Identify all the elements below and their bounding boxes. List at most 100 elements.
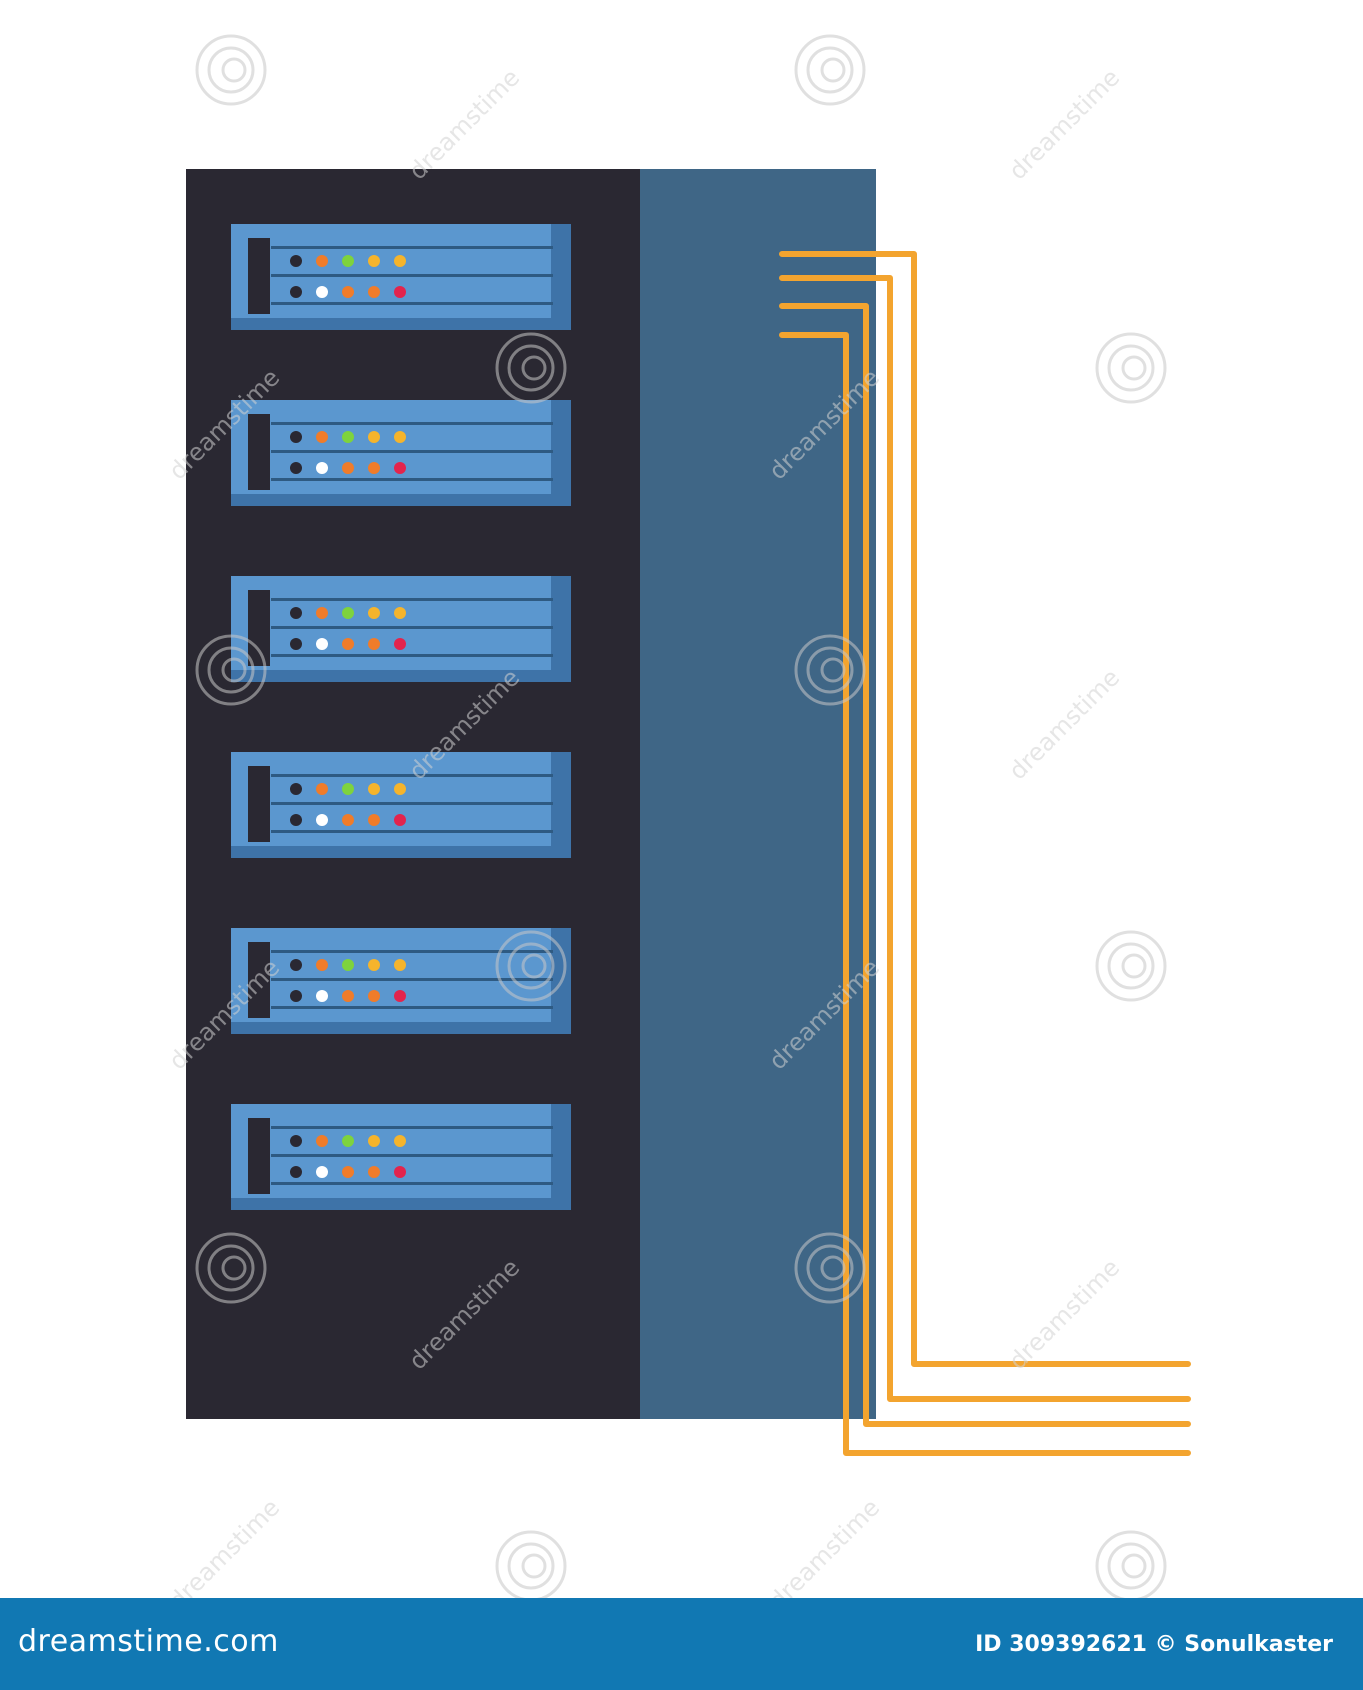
- network-cable: [779, 303, 1191, 1427]
- status-led: [342, 1166, 354, 1178]
- vent-line: [271, 598, 553, 601]
- status-led: [290, 638, 302, 650]
- status-led: [368, 638, 380, 650]
- status-led: [368, 462, 380, 474]
- vent-line: [271, 802, 553, 805]
- server-unit: [231, 752, 571, 858]
- watermark-spiral-icon: [1095, 332, 1167, 404]
- watermark-spiral-icon: [794, 34, 866, 106]
- status-led: [342, 990, 354, 1002]
- server-units: [231, 224, 571, 1210]
- status-led: [394, 462, 406, 474]
- status-led: [290, 462, 302, 474]
- status-led: [394, 1166, 406, 1178]
- server-unit: [231, 400, 571, 506]
- server-unit: [231, 224, 571, 330]
- status-led: [316, 462, 328, 474]
- status-led: [290, 255, 302, 267]
- status-led: [368, 255, 380, 267]
- status-led: [394, 255, 406, 267]
- watermark-spiral-icon: [495, 332, 567, 404]
- server-bottom-edge: [231, 1198, 571, 1210]
- status-led: [342, 462, 354, 474]
- status-led: [368, 990, 380, 1002]
- drive-handle: [248, 238, 270, 314]
- status-led: [316, 990, 328, 1002]
- watermark-spiral-icon: [495, 1530, 567, 1598]
- status-led: [316, 607, 328, 619]
- status-led: [368, 286, 380, 298]
- drive-handle: [248, 590, 270, 666]
- server-bottom-edge: [231, 318, 571, 330]
- status-led: [290, 783, 302, 795]
- status-led: [316, 783, 328, 795]
- status-led: [368, 783, 380, 795]
- status-led: [368, 1166, 380, 1178]
- status-led: [290, 286, 302, 298]
- server-edge: [551, 752, 571, 858]
- status-led: [290, 431, 302, 443]
- vent-line: [271, 1006, 553, 1009]
- rack-side-panel: [640, 169, 876, 1419]
- status-led: [342, 255, 354, 267]
- vent-line: [271, 1182, 553, 1185]
- server-unit: [231, 576, 571, 682]
- vent-line: [271, 950, 553, 953]
- server-edge: [551, 224, 571, 330]
- status-led: [368, 959, 380, 971]
- status-led: [316, 959, 328, 971]
- status-led: [394, 286, 406, 298]
- network-cable: [779, 251, 1191, 1367]
- status-led: [316, 1135, 328, 1147]
- status-led: [342, 783, 354, 795]
- vent-line: [271, 654, 553, 657]
- status-led: [394, 814, 406, 826]
- vent-line: [271, 302, 553, 305]
- watermark-spiral-icon: [195, 34, 267, 106]
- vent-line: [271, 422, 553, 425]
- server-unit: [231, 1104, 571, 1210]
- status-led: [368, 431, 380, 443]
- watermark-spiral-icon: [195, 1232, 267, 1304]
- footer-brand[interactable]: dreamstime.com: [18, 1624, 279, 1659]
- network-cables: [779, 251, 1191, 1456]
- watermark-spiral-icon: [1095, 930, 1167, 1002]
- vent-line: [271, 1126, 553, 1129]
- status-led: [316, 286, 328, 298]
- status-led: [342, 1135, 354, 1147]
- vent-line: [271, 246, 553, 249]
- status-led: [394, 1135, 406, 1147]
- vent-line: [271, 274, 553, 277]
- status-led: [368, 814, 380, 826]
- status-led: [394, 959, 406, 971]
- status-led: [342, 607, 354, 619]
- watermark-spiral-icon: [1095, 1530, 1167, 1598]
- server-bottom-edge: [231, 1022, 571, 1034]
- watermark-spiral-icon: [195, 634, 267, 706]
- drive-handle: [248, 766, 270, 842]
- status-led: [394, 431, 406, 443]
- status-led: [342, 638, 354, 650]
- vent-line: [271, 830, 553, 833]
- vent-line: [271, 978, 553, 981]
- vent-line: [271, 1154, 553, 1157]
- server-edge: [551, 1104, 571, 1210]
- drive-handle: [248, 942, 270, 1018]
- vent-line: [271, 478, 553, 481]
- server-edge: [551, 400, 571, 506]
- status-led: [394, 607, 406, 619]
- watermark-spiral-icon: [794, 1232, 866, 1304]
- status-led: [342, 286, 354, 298]
- status-led: [290, 814, 302, 826]
- server-bottom-edge: [231, 846, 571, 858]
- footer-bar: dreamstime.com ID 309392621 © Sonulkaste…: [0, 1598, 1363, 1690]
- server-unit: [231, 928, 571, 1034]
- footer-credit: ID 309392621 © Sonulkaster: [975, 1632, 1333, 1657]
- server-bottom-edge: [231, 670, 571, 682]
- status-led: [290, 1135, 302, 1147]
- status-led: [394, 783, 406, 795]
- status-led: [342, 431, 354, 443]
- network-cable: [779, 275, 1191, 1402]
- status-led: [316, 814, 328, 826]
